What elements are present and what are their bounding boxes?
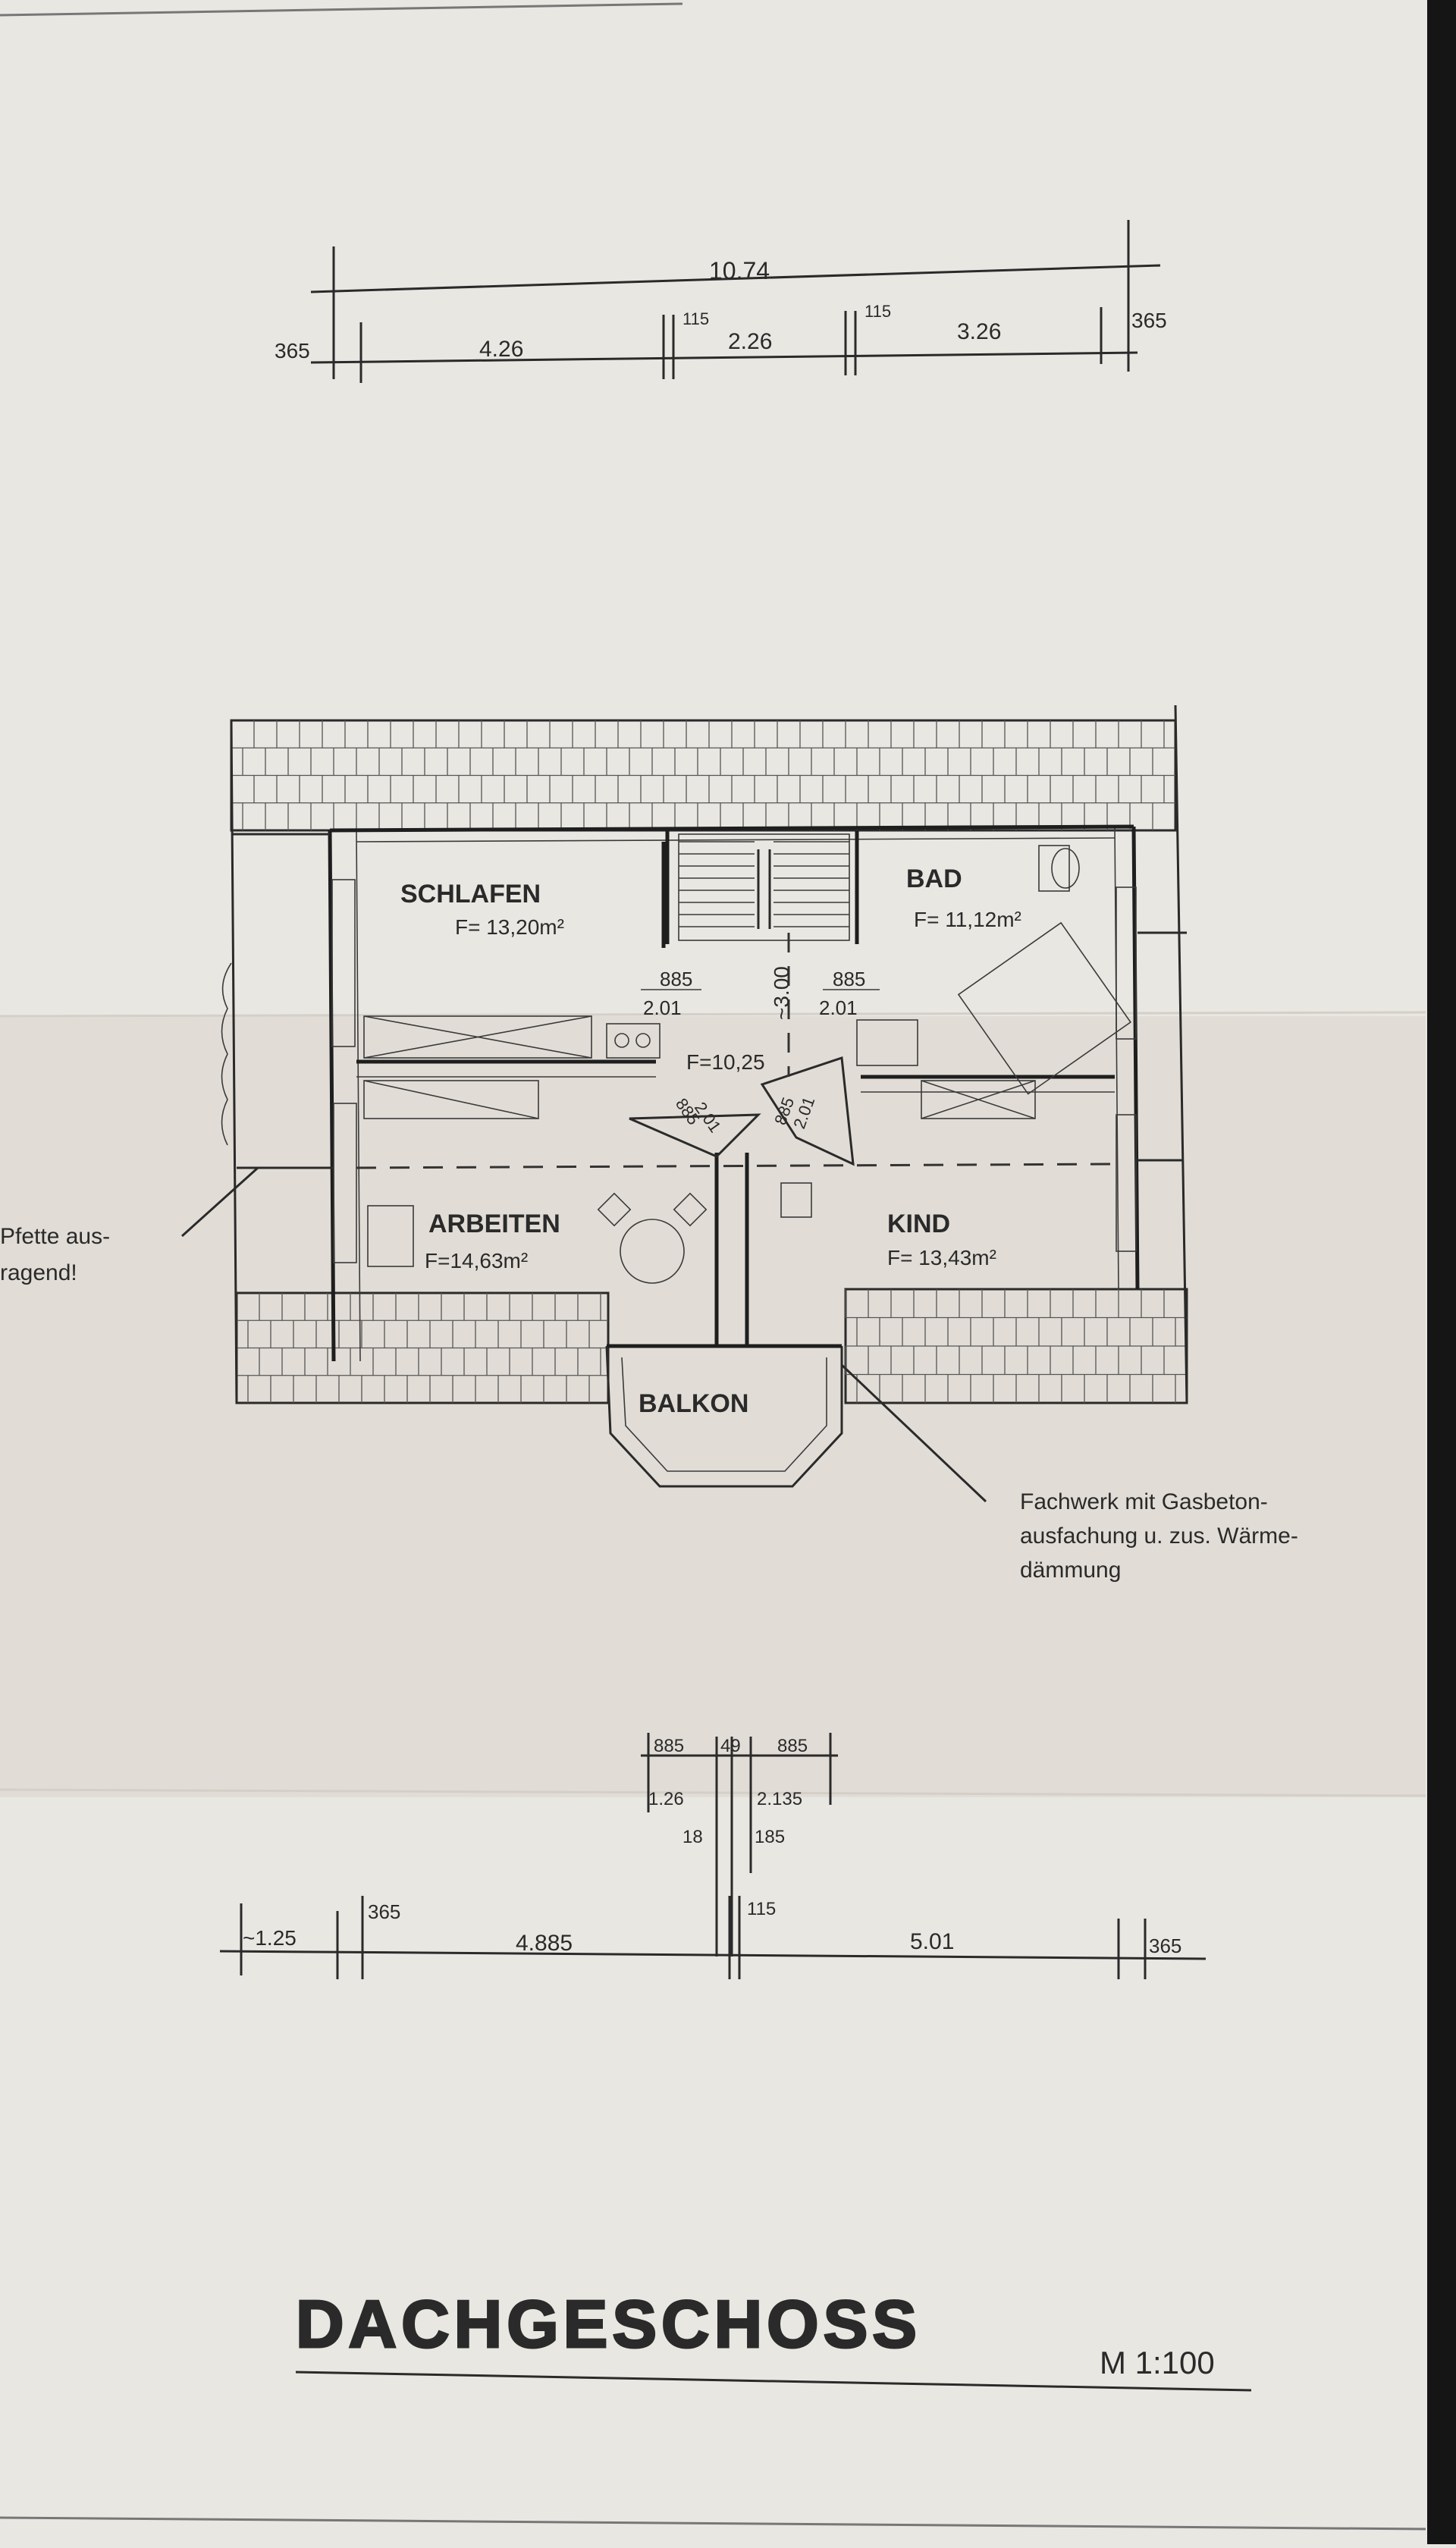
room-kind-area: F= 13,43m² xyxy=(887,1246,996,1269)
dim-top-seg-1: 365 xyxy=(275,339,310,362)
dim-top-seg-2: 4.26 xyxy=(479,337,523,362)
room-kind-label: KIND xyxy=(887,1210,950,1238)
pfette-edge xyxy=(180,962,259,1238)
dim-bottom-main-6: 365 xyxy=(1149,1935,1181,1957)
room-bad-area: F= 11,12m² xyxy=(914,908,1021,931)
dim-bottom-main-4: 115 xyxy=(747,1899,776,1919)
paper-fold-band xyxy=(0,1016,1426,1797)
dim-top-seg-3: 115 xyxy=(682,309,709,328)
bottom-dimension-small: 885 49 885 1.26 2.135 18 185 xyxy=(641,1733,838,1956)
dim-top-seg-4: 2.26 xyxy=(728,329,772,354)
dim-bottom-r1-c: 885 xyxy=(777,1736,808,1756)
dim-bottom-r3-b: 185 xyxy=(755,1827,785,1847)
window-right xyxy=(1116,886,1137,1252)
note-left-line-1: Pfette aus- xyxy=(0,1224,110,1249)
dim-top-seg-5: 115 xyxy=(864,302,891,321)
room-balkon-label: BALKON xyxy=(639,1389,748,1418)
room-arbeiten-area: F=14,63m² xyxy=(425,1249,528,1272)
dim-bottom-r2-a: 1.26 xyxy=(648,1789,684,1809)
note-right: Fachwerk mit Gasbeton- ausfachung u. zus… xyxy=(1020,1489,1298,1583)
note-left-line-2: ragend! xyxy=(0,1260,77,1285)
room-schlafen-label: SCHLAFEN xyxy=(400,880,541,908)
door-right-width: 885 xyxy=(833,968,865,990)
dim-top-seg-7: 365 xyxy=(1131,309,1167,332)
room-bad-label: BAD xyxy=(906,864,962,893)
roof-hatch-bottom-right xyxy=(844,1288,1188,1404)
plan-title: DACHGESCHOSS xyxy=(296,2286,921,2361)
paper-fold-line-2 xyxy=(0,1788,1426,1797)
title-block: DACHGESCHOSS M 1:100 xyxy=(295,2286,1252,2392)
bath-fixtures xyxy=(856,845,1131,1095)
hall xyxy=(606,933,855,1218)
dim-bottom-main-2: 365 xyxy=(368,1900,400,1923)
room-labels: SCHLAFEN F= 13,20m² BAD F= 11,12m² ARBEI… xyxy=(400,864,1021,1418)
note-right-line-1: Fachwerk mit Gasbeton- xyxy=(1020,1489,1268,1514)
dim-bottom-r2-b: 2.135 xyxy=(757,1789,802,1809)
dim-bottom-main-1: ~1.25 xyxy=(243,1926,297,1950)
window-left xyxy=(331,879,357,1263)
paper-top-edge xyxy=(0,2,683,17)
door-left-width: 885 xyxy=(660,968,692,990)
dim-bottom-main-5: 5.01 xyxy=(910,1929,954,1954)
door-left-height: 2.01 xyxy=(643,996,682,1019)
hall-area: F=10,25 xyxy=(686,1050,765,1074)
room-schlafen-area: F= 13,20m² xyxy=(455,915,564,939)
closets xyxy=(363,1015,1036,1119)
building-walls xyxy=(230,704,1188,1404)
staircase xyxy=(678,833,850,941)
door-dimensions: 885 2.01 885 2.01 885 2.01 885 2.01 xyxy=(641,968,880,1136)
roof-hatch-top xyxy=(230,719,1177,832)
note-right-line-2: ausfachung u. zus. Wärme- xyxy=(1020,1523,1298,1549)
bottom-dimension-chain: ~1.25 365 4.885 115 5.01 365 xyxy=(219,1896,1207,1979)
balcony xyxy=(605,1344,987,1503)
plan-scale: M 1:100 xyxy=(1100,2345,1215,2380)
note-left: Pfette aus- ragend! xyxy=(0,1224,110,1285)
dim-bottom-r1-b: 49 xyxy=(720,1736,741,1756)
top-dimension-chain: 10.74 365 4.26 115 2.26 115 3.26 365 xyxy=(275,220,1167,383)
dim-total-width: 10.74 xyxy=(709,257,770,284)
door-right-height: 2.01 xyxy=(819,996,858,1019)
paper-bottom-edge xyxy=(0,2516,1426,2531)
roof-hatch-bottom-left xyxy=(235,1291,610,1404)
room-arbeiten-label: ARBEITEN xyxy=(428,1210,560,1238)
dim-bottom-r1-a: 885 xyxy=(654,1736,684,1756)
dim-top-seg-6: 3.26 xyxy=(957,319,1001,344)
arbeiten-furniture xyxy=(367,1192,708,1284)
photo-dark-edge xyxy=(1427,0,1456,2544)
note-right-line-3: dämmung xyxy=(1020,1558,1121,1583)
paper-fold-line xyxy=(0,1011,1426,1018)
hall-height: ~3.00 xyxy=(770,966,793,1020)
dim-bottom-r3-a: 18 xyxy=(682,1827,703,1847)
dim-bottom-main-3: 4.885 xyxy=(516,1931,573,1956)
